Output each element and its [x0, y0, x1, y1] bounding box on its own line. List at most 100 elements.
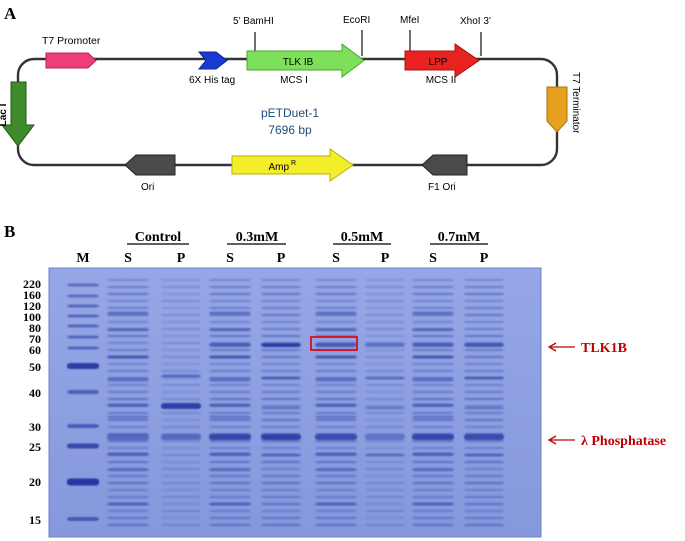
- gel-band: [209, 355, 251, 359]
- gel-band: [412, 362, 454, 366]
- gel-band: [464, 502, 504, 506]
- t7-promoter-label: T7 Promoter: [42, 35, 101, 47]
- gel-band: [412, 306, 454, 310]
- amp-label: Amp: [268, 162, 289, 173]
- gel-band: [315, 355, 357, 359]
- gel-band: [464, 418, 504, 422]
- gel-band: [365, 299, 405, 303]
- mcs1-label: MCS I: [280, 75, 308, 86]
- gel-band: [161, 439, 201, 443]
- lane-label-m: M: [76, 251, 89, 266]
- gel-band: [464, 299, 504, 303]
- gel-band: [365, 516, 405, 520]
- gel-band: [107, 348, 149, 352]
- gel-band: [365, 320, 405, 324]
- gel-band: [315, 468, 357, 472]
- gel-band: [412, 378, 454, 382]
- gel-band: [315, 278, 357, 282]
- header-0-3mm: 0.3mM: [236, 230, 278, 245]
- gel-band: [365, 481, 405, 485]
- gel-band: [412, 320, 454, 324]
- gel-band: [315, 488, 357, 492]
- gel-band: [464, 474, 504, 478]
- gel-band: [67, 517, 99, 521]
- gel-band: [261, 481, 301, 485]
- gel-band: [107, 278, 149, 282]
- gel-band: [107, 418, 149, 422]
- gel-band: [107, 311, 149, 315]
- his-tag-arrow: [197, 51, 228, 70]
- gel-band: [107, 299, 149, 303]
- gel-band: [365, 411, 405, 415]
- gel-band: [365, 383, 405, 387]
- gel-band: [464, 434, 504, 440]
- gel-band: [209, 320, 251, 324]
- gel-band: [161, 355, 201, 359]
- gel-band: [412, 509, 454, 513]
- marker-size-label: 20: [29, 475, 41, 489]
- gel-band: [107, 509, 149, 513]
- gel-band: [209, 397, 251, 401]
- gel-band: [365, 502, 405, 506]
- gel-band: [464, 488, 504, 492]
- gel-band: [161, 403, 201, 409]
- gel-band: [107, 285, 149, 289]
- gel-band: [365, 406, 405, 410]
- gel-band: [412, 348, 454, 352]
- gel-band: [412, 468, 454, 472]
- gel-band: [161, 495, 201, 499]
- gel-band: [209, 425, 251, 429]
- gel-band: [209, 390, 251, 394]
- gel-band: [412, 488, 454, 492]
- gel-band: [161, 320, 201, 324]
- gel-band: [209, 516, 251, 520]
- gel-band: [209, 328, 251, 332]
- f1-ori-arrow: [421, 154, 468, 176]
- gel-band: [365, 348, 405, 352]
- gel-band: [209, 411, 251, 415]
- gel-band: [107, 502, 149, 506]
- gel-band: [365, 369, 405, 373]
- gel-band: [261, 376, 301, 380]
- gel-band: [412, 415, 454, 419]
- lane-label: S: [332, 251, 340, 266]
- gel-band: [315, 306, 357, 310]
- gel-band: [315, 397, 357, 401]
- his-tag-label: 6X His tag: [189, 75, 235, 86]
- gel-band: [67, 335, 99, 339]
- lane-label: P: [381, 251, 390, 266]
- gel-band: [209, 369, 251, 373]
- gel-band: [261, 488, 301, 492]
- gel-band: [412, 334, 454, 338]
- gel-band: [464, 383, 504, 387]
- gel-band: [315, 328, 357, 332]
- gel-band: [315, 390, 357, 394]
- gel-band: [464, 306, 504, 310]
- gel-band: [261, 425, 301, 429]
- gel-band: [161, 509, 201, 513]
- gel-band: [209, 452, 251, 456]
- gel-band: [209, 488, 251, 492]
- gel-band: [315, 362, 357, 366]
- gel-band: [161, 418, 201, 422]
- gel-band: [161, 390, 201, 394]
- marker-size-label: 15: [29, 513, 41, 527]
- gel-band: [107, 383, 149, 387]
- gel-band: [261, 383, 301, 387]
- gel-band: [209, 285, 251, 289]
- gel-band: [67, 390, 99, 394]
- gel-band: [261, 306, 301, 310]
- gel-band: [209, 362, 251, 366]
- gel-band: [209, 415, 251, 419]
- gel-band: [161, 313, 201, 317]
- gel-band: [161, 292, 201, 296]
- gel-band: [107, 425, 149, 429]
- phosphatase-arrowhead: [547, 435, 557, 445]
- gel-band: [412, 292, 454, 296]
- lac-i-arrow: [0, 81, 36, 147]
- gel-band: [107, 378, 149, 382]
- gel-band: [315, 418, 357, 422]
- gel-band: [161, 453, 201, 457]
- gel-band: [365, 446, 405, 450]
- gel-band: [365, 418, 405, 422]
